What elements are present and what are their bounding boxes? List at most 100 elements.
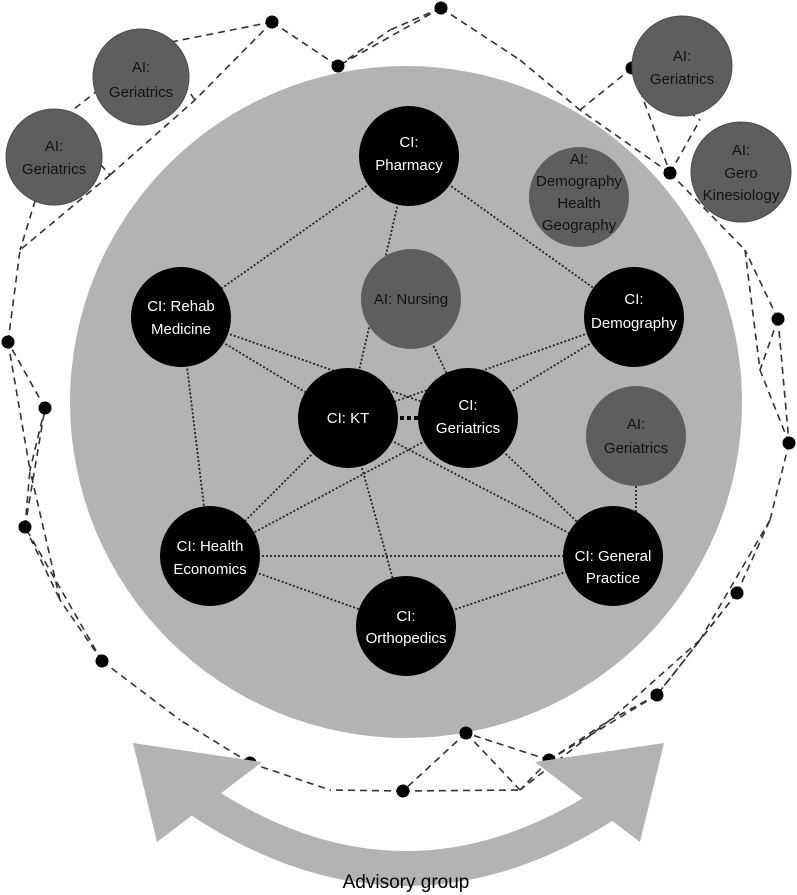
- ai-geriatrics-top-right-node: AI: Geriatrics: [631, 15, 733, 117]
- network-node: [18, 520, 32, 534]
- ai-demography-label-4: Geography: [542, 217, 617, 234]
- network-link: [7, 341, 31, 471]
- ai-geriatrics-top-left-node: AI: Geriatrics: [92, 28, 190, 126]
- network-link: [109, 99, 196, 176]
- ci-rehab-label-1: CI: Rehab: [147, 298, 215, 315]
- network-link: [548, 719, 611, 761]
- ai-gero-kinesiology-label-3: Kinesiology: [703, 187, 780, 204]
- advisory-cycle-arrow: [133, 743, 664, 886]
- ai-geriatrics-top-right-label-1: AI:: [673, 48, 691, 65]
- network-link: [24, 407, 46, 528]
- network-node: [331, 59, 345, 73]
- arrow-head-left: [133, 743, 262, 842]
- ci-general-practice-label-2: Practice: [586, 570, 640, 587]
- network-node: [95, 654, 109, 668]
- network-link: [59, 599, 103, 662]
- ai-nursing-node: AI: Nursing: [361, 249, 461, 349]
- network-node: [782, 436, 796, 450]
- network-link: [101, 660, 181, 721]
- ai-gero-kinesiology-label-2: Gero: [724, 165, 757, 182]
- ai-nursing-label: AI: Nursing: [374, 291, 448, 308]
- ci-general-practice-label-1: CI: General: [575, 548, 652, 565]
- network-node: [38, 401, 52, 415]
- network-link: [179, 719, 251, 764]
- ci-orthopedics-node: CI: Orthopedics: [356, 576, 456, 676]
- network-link: [249, 762, 331, 791]
- ai-gero-kinesiology-node: AI: Gero Kinesiology: [690, 121, 792, 223]
- ci-geriatrics-label-1: CI:: [458, 397, 477, 414]
- ci-general-practice-node: CI: General Practice: [563, 506, 663, 606]
- ci-geriatrics-node: CI: Geriatrics: [418, 368, 518, 468]
- network-link: [271, 21, 339, 67]
- network-link: [19, 174, 111, 251]
- ai-geriatrics-inner-label-2: Geriatrics: [604, 440, 668, 457]
- ci-demography-node: CI: Demography: [584, 267, 684, 367]
- network-link: [194, 21, 273, 101]
- network-link: [389, 7, 442, 31]
- network-link: [24, 526, 103, 662]
- network-node: [663, 166, 677, 180]
- network-link: [29, 407, 46, 471]
- ci-rehab-medicine-node: CI: Rehab Medicine: [131, 267, 231, 367]
- network-link: [656, 639, 701, 696]
- network-link: [155, 21, 273, 46]
- network-link: [736, 519, 771, 594]
- network-link: [7, 249, 21, 343]
- network-link: [24, 526, 61, 601]
- network-link: [744, 249, 761, 371]
- network-link: [24, 469, 31, 528]
- ai-demography-health-geography-node: AI: Demography Health Geography: [529, 147, 629, 247]
- ai-gero-kinesiology-label-1: AI:: [732, 142, 750, 159]
- ai-demography-label-3: Health: [557, 195, 600, 212]
- ai-geriatrics-left-label-1: AI:: [45, 138, 63, 155]
- ci-pharmacy-node: CI: Pharmacy: [359, 106, 459, 206]
- network-node: [265, 15, 279, 29]
- ci-demography-label-2: Demography: [591, 315, 677, 332]
- network-link: [329, 789, 404, 792]
- ci-pharmacy-label-2: Pharmacy: [375, 157, 443, 174]
- network-link: [579, 67, 633, 111]
- network-link: [579, 109, 671, 174]
- network-link: [402, 732, 467, 792]
- advisory-group-label: Advisory group: [343, 872, 470, 893]
- network-link: [548, 694, 658, 761]
- network-link: [519, 59, 581, 111]
- network-link: [759, 369, 790, 444]
- ci-kt-node: CI: KT: [298, 368, 398, 468]
- ai-demography-label-1: AI:: [570, 151, 588, 168]
- network-link: [759, 318, 779, 371]
- network-link: [777, 318, 790, 444]
- network-node: [434, 1, 448, 15]
- ai-geriatrics-top-right-label-2: Geriatrics: [650, 71, 714, 88]
- network-link: [465, 732, 550, 761]
- network-node: [1, 335, 15, 349]
- ci-health-economics-label-2: Economics: [173, 561, 246, 578]
- network-link: [402, 789, 521, 792]
- arrow-band: [186, 790, 626, 886]
- network-node: [730, 586, 744, 600]
- ci-orthopedics-label-1: CI:: [396, 608, 415, 625]
- network-link: [669, 172, 746, 251]
- network-link: [609, 639, 701, 721]
- ai-geriatrics-top-left-label-1: AI:: [132, 59, 150, 76]
- network-link: [29, 469, 61, 601]
- network-link: [19, 119, 61, 251]
- ci-orthopedics-label-2: Orthopedics: [366, 630, 447, 647]
- ci-geriatrics-label-2: Geriatrics: [436, 420, 500, 437]
- core-link: [180, 316, 469, 419]
- network-link: [669, 119, 701, 174]
- ai-geriatrics-inner-node: AI: Geriatrics: [586, 386, 686, 486]
- network-link: [337, 7, 442, 67]
- network-node: [396, 784, 410, 798]
- ci-rehab-label-2: Medicine: [151, 321, 211, 338]
- ai-geriatrics-top-left-label-2: Geriatrics: [109, 84, 173, 101]
- ai-geriatrics-inner-label-1: AI:: [627, 416, 645, 433]
- arrow-head-right: [535, 743, 664, 842]
- ai-geriatrics-left-label-2: Geriatrics: [22, 161, 86, 178]
- network-node: [650, 688, 664, 702]
- network-link: [769, 442, 790, 521]
- network-link: [744, 249, 779, 320]
- network-link: [337, 29, 391, 67]
- ci-pharmacy-label-1: CI:: [399, 134, 418, 151]
